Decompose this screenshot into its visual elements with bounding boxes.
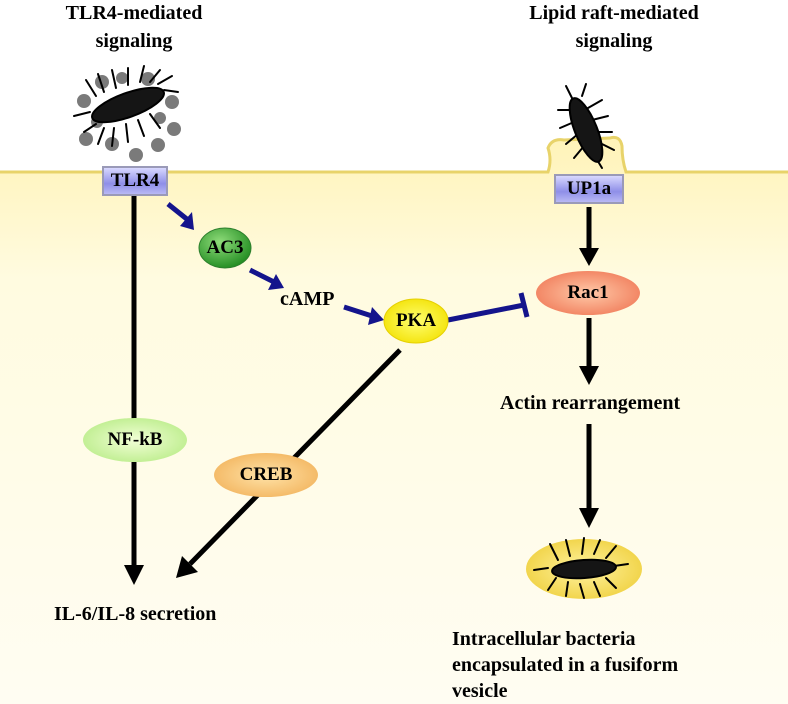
secretion-output: IL-6/IL-8 secretion (54, 603, 217, 625)
camp-label: cAMP (280, 288, 335, 310)
nfkb-node: NF-kB (107, 429, 163, 450)
rac1-node-shape (536, 271, 640, 315)
creb-node-shape (214, 453, 318, 497)
creb-node: CREB (239, 464, 293, 485)
heading-raft-line1: Lipid raft-mediated (529, 2, 699, 24)
heading-raft-line2: signaling (575, 30, 653, 52)
inhibition-bar (518, 292, 530, 318)
arrow-ac3-to-camp (248, 267, 276, 285)
heading-raft: Lipid raft-mediated signaling (484, 2, 744, 52)
nfkb-node-shape (83, 418, 187, 462)
vesicle-output-line2: encapsulated in a fusiform (452, 654, 679, 676)
arrowhead-rac1 (579, 248, 599, 266)
arrowhead-secretion-left (124, 565, 144, 585)
pka-node-shape (383, 298, 449, 344)
heading-tlr4: TLR4-mediated signaling (24, 2, 244, 52)
heading-tlr4-line1: TLR4-mediated (65, 2, 203, 24)
arrowhead-secretion-right (176, 556, 198, 578)
pka-node: PKA (395, 310, 437, 331)
ac3-node: AC3 (206, 237, 244, 258)
black-arrows (124, 194, 599, 585)
arrowhead-actin (579, 366, 599, 385)
bacterium-raft-icon (557, 83, 615, 169)
up1a-receptor: UP1a (554, 174, 624, 204)
actin-label: Actin rearrangement (500, 392, 681, 414)
arrow-tlr4-to-ac3 (166, 202, 190, 222)
rac1-node: Rac1 (567, 282, 609, 303)
vesicle-output-line1: Intracellular bacteria (452, 628, 636, 650)
arrowhead-vesicle (579, 508, 599, 528)
ac3-node-shape (198, 227, 252, 269)
arrow-camp-to-pka (343, 304, 373, 319)
vesicle-icon (526, 537, 642, 599)
tlr4-receptor: TLR4 (102, 166, 168, 196)
vesicle-output-line3: vesicle (452, 680, 508, 702)
heading-tlr4-line2: signaling (95, 30, 173, 52)
lps-cluster-icon (77, 72, 181, 162)
inhibition-pka-to-rac1 (447, 302, 525, 323)
blue-arrows (166, 202, 530, 325)
vesicle-output: Intracellular bacteria encapsulated in a… (452, 626, 678, 704)
bacterium-tlr4-icon (73, 65, 179, 147)
